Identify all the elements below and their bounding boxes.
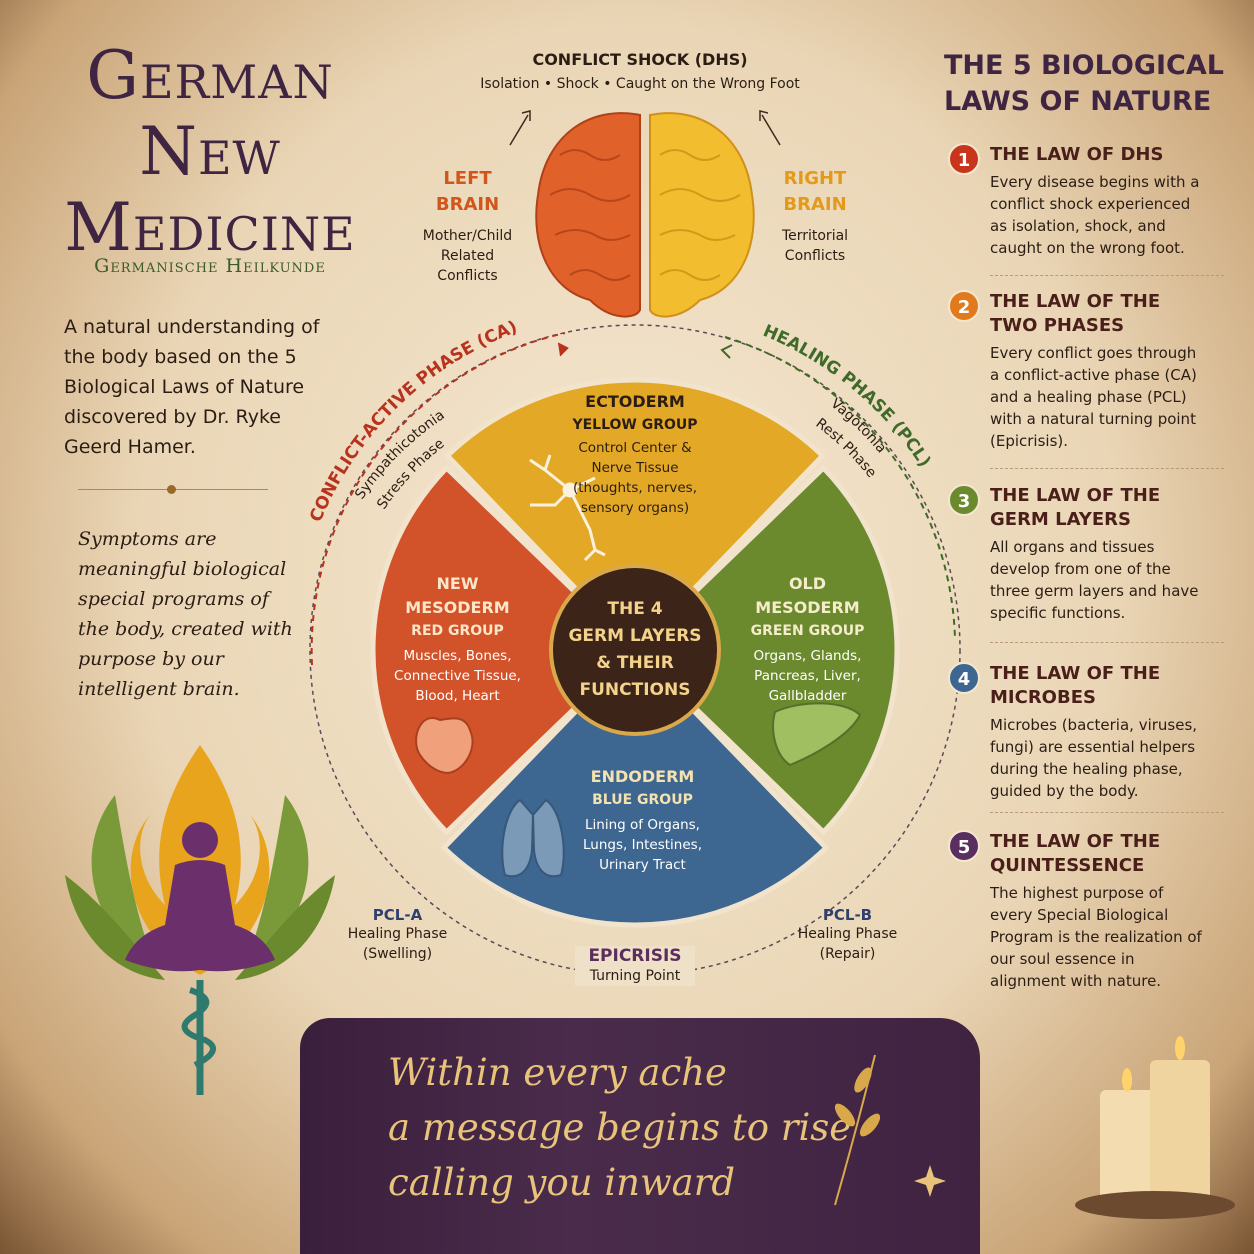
left-brain-title: BRAIN bbox=[435, 194, 500, 215]
segment-group: GREEN GROUP bbox=[750, 623, 865, 639]
center-title-line: FUNCTIONS bbox=[579, 680, 691, 700]
heart-icon bbox=[415, 717, 474, 774]
law-desc: Every conflict goes through a conflict-a… bbox=[990, 344, 1197, 450]
segment-ectoderm-shape bbox=[443, 377, 827, 603]
quote-banner bbox=[300, 1018, 980, 1254]
law-item: 3 THE LAW OF THE GERM LAYERS All organs … bbox=[948, 484, 1238, 624]
center-title-line: THE 4 bbox=[607, 599, 663, 619]
conflict-shock-subtitle: Isolation • Shock • Caught on the Wrong … bbox=[480, 76, 800, 92]
law-divider bbox=[990, 468, 1224, 469]
law-number-badge: 1 bbox=[948, 143, 980, 175]
law-desc: The highest purpose of every Special Bio… bbox=[990, 884, 1202, 990]
brain-illustration bbox=[509, 110, 781, 318]
banner-line: a message begins to rise bbox=[388, 1106, 852, 1149]
segment-group: RED GROUP bbox=[411, 623, 504, 639]
liver-icon bbox=[772, 702, 862, 767]
epicrisis-label: EPICRISIS Turning Point bbox=[575, 946, 695, 986]
center-circle bbox=[549, 564, 721, 736]
pcl-b-label: PCL-B Healing Phase (Repair) bbox=[790, 906, 905, 964]
law-item: 5 THE LAW OF THE QUINTESSENCE The highes… bbox=[948, 830, 1238, 992]
quote-text: Symptoms are meaningful biological speci… bbox=[78, 528, 293, 700]
segment-desc: Control Center & Nerve Tissue (thoughts,… bbox=[573, 440, 697, 516]
conflict-shock-title: CONFLICT SHOCK (DHS) bbox=[532, 50, 748, 69]
law-item: 2 THE LAW OF THE TWO PHASES Every confli… bbox=[948, 290, 1238, 452]
segment-title: ECTODERM bbox=[585, 392, 685, 411]
segment-old-mesoderm: OLD MESODERM GREEN GROUP Organs, Glands,… bbox=[735, 572, 880, 706]
right-brain-desc: Territorial Conflicts bbox=[781, 228, 849, 264]
law-title: THE LAW OF THE TWO PHASES bbox=[990, 291, 1161, 336]
law-item: 4 THE LAW OF THE MICROBES Microbes (bact… bbox=[948, 662, 1238, 802]
segment-desc: Lining of Organs, Lungs, Intestines, Uri… bbox=[583, 817, 702, 873]
left-brain-desc: Mother/Child Related Conflicts bbox=[422, 228, 513, 284]
law-desc: All organs and tissues develop from one … bbox=[990, 538, 1199, 622]
law-title: THE LAW OF THE GERM LAYERS bbox=[990, 485, 1161, 530]
cycle-dashed-circle bbox=[309, 324, 961, 976]
center-title-line: GERM LAYERS bbox=[568, 626, 702, 646]
law-title: THE LAW OF DHS bbox=[990, 144, 1164, 165]
banner-quote: Within every ache a message begins to ri… bbox=[388, 1045, 868, 1210]
pcl-b-line: (Repair) bbox=[819, 946, 876, 962]
segment-title: NEW MESODERM bbox=[405, 574, 510, 617]
law-divider bbox=[990, 812, 1224, 813]
law-number-badge: 3 bbox=[948, 484, 980, 516]
right-brain-title: RIGHT bbox=[783, 168, 847, 189]
banner-line: calling you inward bbox=[388, 1161, 736, 1204]
law-number-badge: 5 bbox=[948, 830, 980, 862]
law-number-badge: 2 bbox=[948, 290, 980, 322]
candles-icon bbox=[1075, 1036, 1235, 1219]
golden-sprig-icon bbox=[834, 1054, 946, 1206]
law-title: THE LAW OF THE MICROBES bbox=[990, 663, 1161, 708]
law-title: THE LAW OF THE QUINTESSENCE bbox=[990, 831, 1161, 876]
epicrisis-sub: Turning Point bbox=[589, 968, 681, 984]
segment-group: BLUE GROUP bbox=[592, 792, 693, 808]
law-divider bbox=[990, 642, 1224, 643]
pcl-b-title: PCL-B bbox=[822, 906, 873, 924]
right-brain-title: BRAIN bbox=[783, 194, 847, 215]
segment-old-mesoderm-shape bbox=[682, 464, 900, 836]
law-number-badge: 4 bbox=[948, 662, 980, 694]
center-title: THE 4 GERM LAYERS & THEIR FUNCTIONS bbox=[555, 596, 715, 704]
pcl-a-label: PCL-A Healing Phase (Swelling) bbox=[340, 906, 455, 964]
law-desc: Microbes (bacteria, viruses, fungi) are … bbox=[990, 716, 1198, 800]
left-brain-label: LEFT BRAIN Mother/Child Related Conflict… bbox=[410, 166, 525, 286]
right-brain-label: RIGHT BRAIN Territorial Conflicts bbox=[760, 166, 870, 266]
center-title-line: & THEIR bbox=[596, 653, 674, 673]
segment-desc: Muscles, Bones, Connective Tissue, Blood… bbox=[394, 648, 521, 704]
right-brain-hemisphere bbox=[649, 112, 755, 318]
lungs-icon bbox=[501, 798, 565, 878]
ca-arrow bbox=[310, 332, 566, 666]
pcl-b-line: Healing Phase bbox=[797, 926, 898, 942]
left-brain-title: LEFT bbox=[443, 168, 492, 189]
banner-line: Within every ache bbox=[388, 1051, 727, 1094]
law-item: 1 THE LAW OF DHS Every disease begins wi… bbox=[948, 143, 1238, 259]
segment-ectoderm: ECTODERM YELLOW GROUP Control Center & N… bbox=[560, 390, 710, 518]
segment-group: YELLOW GROUP bbox=[572, 417, 698, 433]
pcl-arrow bbox=[724, 336, 956, 641]
title-line: Medicine bbox=[64, 189, 356, 266]
intro-text: A natural understanding of the body base… bbox=[64, 316, 320, 458]
pcl-a-line: (Swelling) bbox=[362, 946, 433, 962]
segment-title: ENDODERM bbox=[590, 767, 695, 786]
pcl-a-line: Healing Phase bbox=[347, 926, 448, 942]
segment-new-mesoderm: NEW MESODERM RED GROUP Muscles, Bones, C… bbox=[385, 572, 530, 706]
segment-title: OLD MESODERM bbox=[755, 574, 860, 617]
law-divider bbox=[990, 275, 1224, 276]
law-desc: Every disease begins with a conflict sho… bbox=[990, 173, 1200, 257]
segment-desc: Organs, Glands, Pancreas, Liver, Gallbla… bbox=[753, 648, 862, 704]
left-brain-hemisphere bbox=[535, 112, 641, 318]
page-title: German New Medicine bbox=[40, 38, 380, 266]
neuron-icon bbox=[529, 454, 606, 562]
epicrisis-title: EPICRISIS bbox=[588, 946, 682, 966]
meditation-lotus-icon bbox=[65, 745, 335, 1095]
segment-endoderm: ENDODERM BLUE GROUP Lining of Organs, Lu… bbox=[575, 765, 710, 875]
laws-title: THE 5 BIOLOGICAL LAWS OF NATURE bbox=[944, 50, 1224, 117]
subtitle: Germanische Heilkunde bbox=[94, 255, 326, 277]
title-line: German bbox=[86, 37, 334, 114]
title-line: New bbox=[139, 113, 281, 190]
pcl-a-title: PCL-A bbox=[372, 906, 423, 924]
divider-dot bbox=[167, 485, 176, 494]
